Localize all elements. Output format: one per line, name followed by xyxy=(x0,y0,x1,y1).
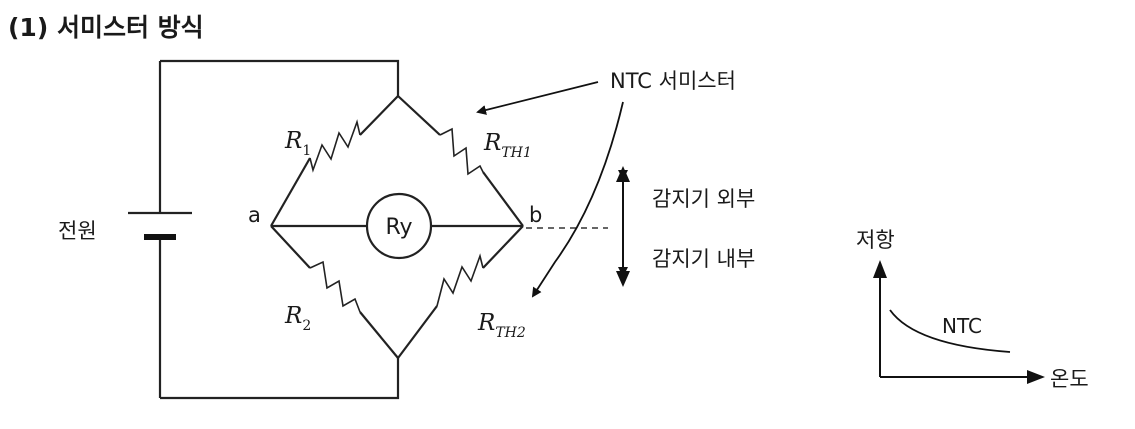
graph-ylabel: 저항 xyxy=(856,228,895,252)
updown-arrow-top-head xyxy=(616,166,630,182)
updown-arrow-bottom-head xyxy=(616,271,630,287)
r2-label: R2 xyxy=(284,303,311,334)
sensor-inside-label: 감지기 내부 xyxy=(652,247,755,271)
r1-label: R1 xyxy=(284,128,311,159)
ntc-arrow-to-rth1 xyxy=(476,81,599,115)
relay-label: Ry xyxy=(385,215,412,240)
ntc-characteristic-graph xyxy=(873,260,1045,384)
rth1-label: RTH1 xyxy=(483,130,532,161)
node-b-label: b xyxy=(529,203,542,227)
bottom-wire xyxy=(160,358,400,400)
thermistor-rth2 xyxy=(397,225,524,359)
page-title: (1) 서미스터 방식 xyxy=(8,13,204,42)
node-a-label: a xyxy=(248,203,261,227)
graph-curve-label: NTC xyxy=(942,314,982,338)
ntc-thermistor-label: NTC 서미스터 xyxy=(610,69,736,93)
relay-circle xyxy=(365,192,433,260)
ntc-curve xyxy=(889,309,1011,353)
graph-y-arrowhead xyxy=(873,260,887,278)
rth2-label: RTH2 xyxy=(477,310,526,341)
resistor-r1 xyxy=(270,95,399,227)
graph-xlabel: 온도 xyxy=(1050,367,1089,391)
thermistor-rth1 xyxy=(397,95,524,227)
resistor-r2 xyxy=(270,225,399,359)
sensor-outside-label: 감지기 외부 xyxy=(652,187,755,211)
ntc-arrow-to-rth2 xyxy=(531,101,624,298)
top-wire xyxy=(160,59,400,96)
power-source-label: 전원 xyxy=(58,219,97,243)
battery-symbol xyxy=(128,211,192,240)
graph-x-arrowhead xyxy=(1027,370,1045,384)
